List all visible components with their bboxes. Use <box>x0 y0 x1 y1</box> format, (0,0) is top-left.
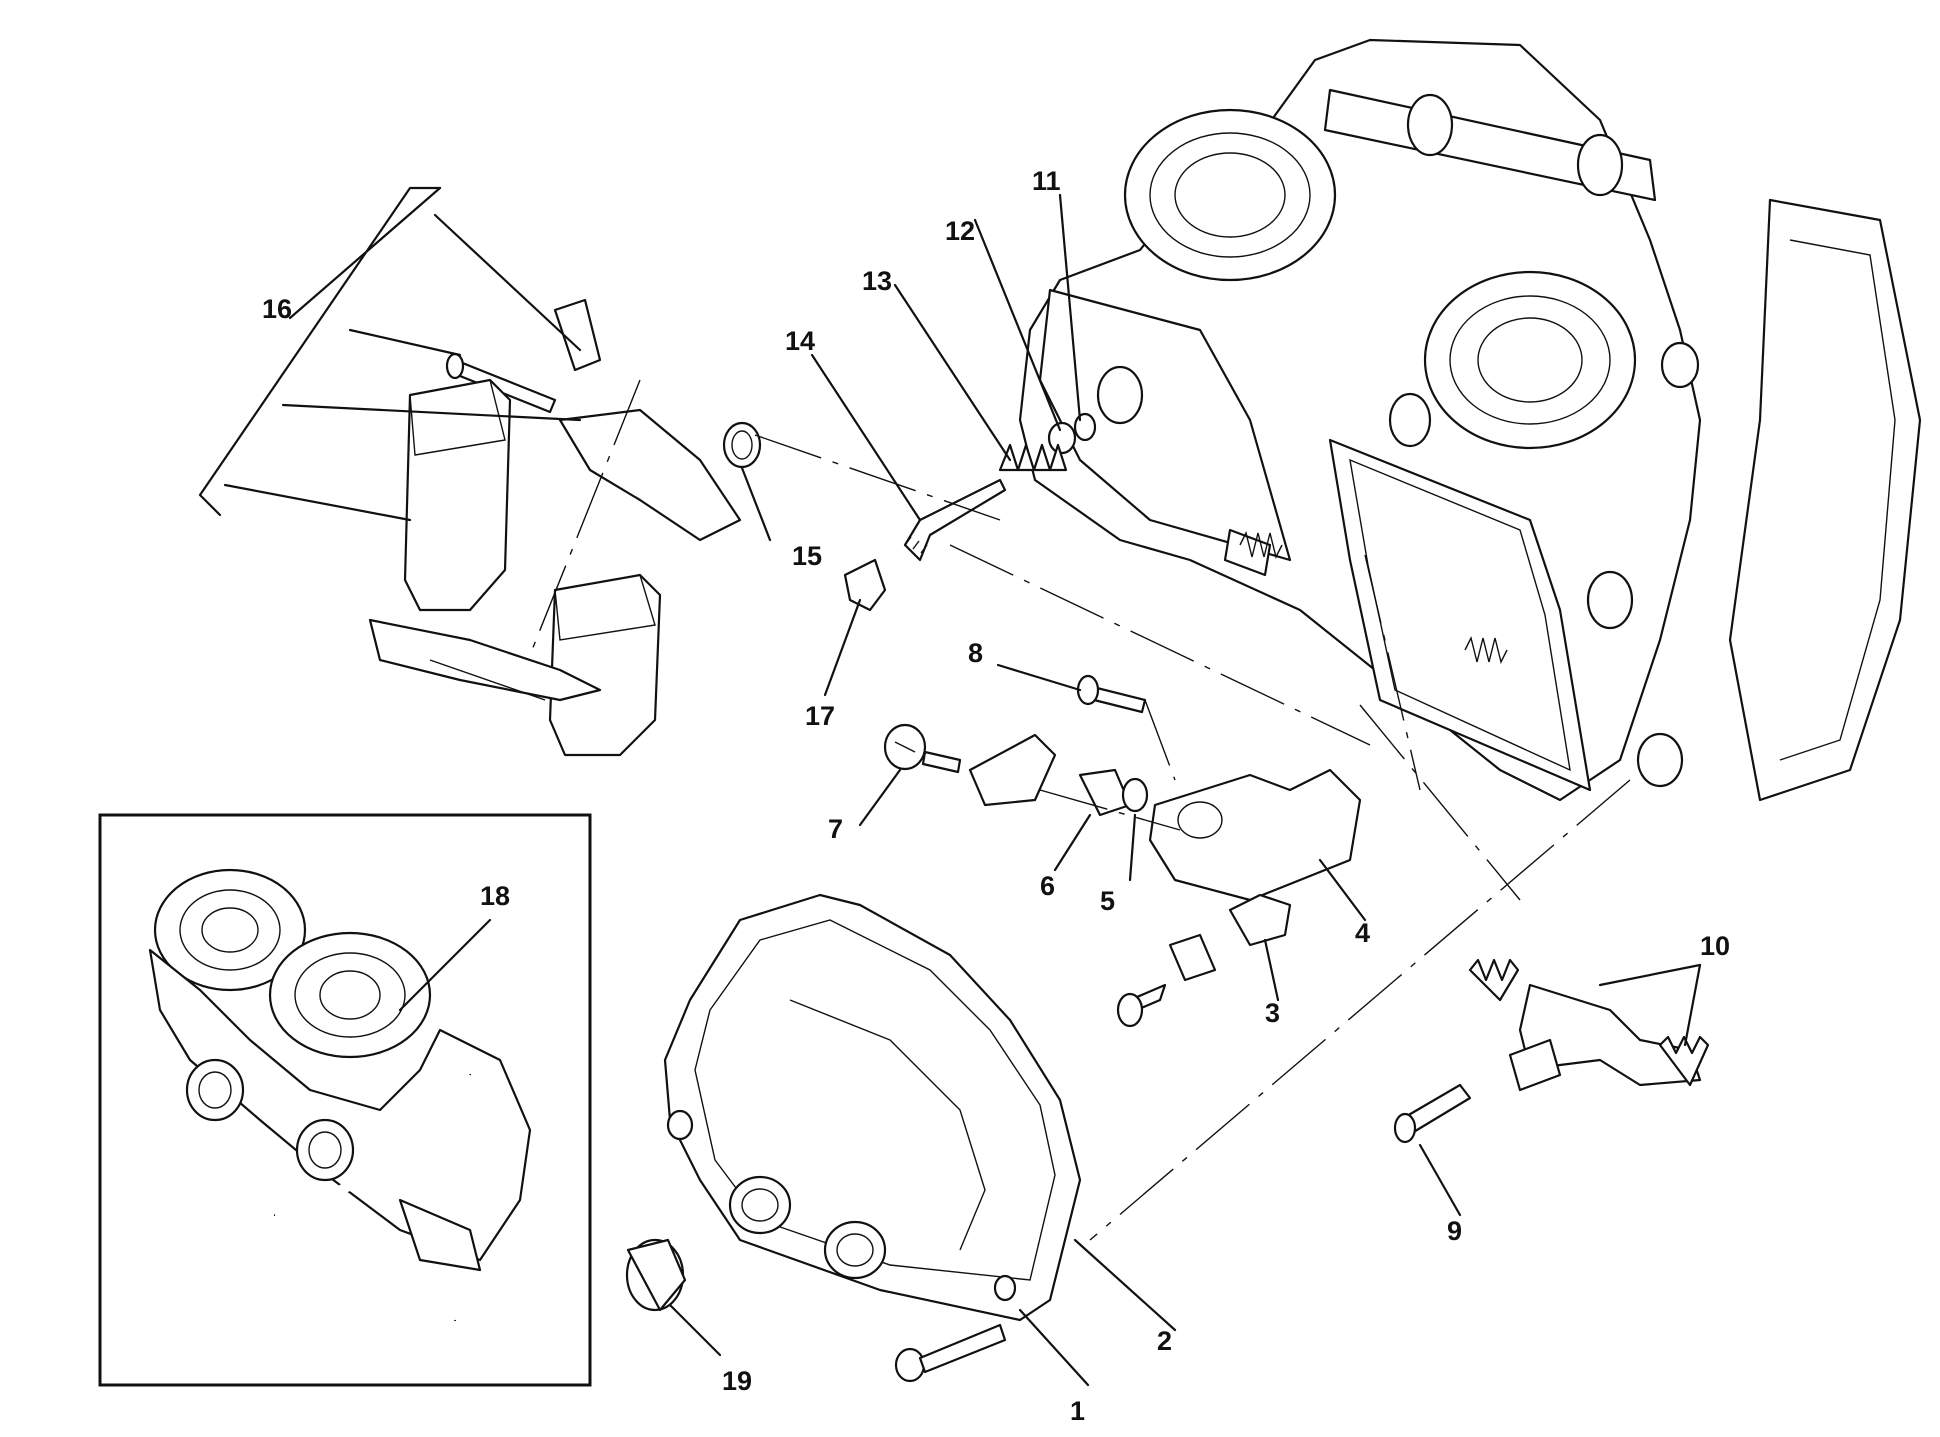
leader-7 <box>858 768 902 827</box>
leader-lines <box>223 186 1702 1387</box>
leader-9 <box>1418 1143 1462 1217</box>
leader-11 <box>1058 193 1082 422</box>
callout-4: 4 <box>1355 918 1370 948</box>
cap-17 <box>843 558 887 612</box>
leader-13 <box>893 283 1012 462</box>
leader-1 <box>1018 1308 1090 1387</box>
leader-10b <box>1683 963 1702 1047</box>
callout-6: 6 <box>1040 871 1055 901</box>
o-ring-11 <box>1073 412 1097 442</box>
callout-2: 2 <box>1157 1326 1172 1356</box>
callout-5: 5 <box>1100 886 1115 916</box>
leader-10a <box>1598 963 1702 987</box>
callout-17: 17 <box>805 701 835 731</box>
leader-6 <box>1053 813 1092 872</box>
leader-8 <box>996 663 1082 692</box>
inset-view-box <box>98 813 592 1387</box>
callout-9: 9 <box>1447 1216 1462 1246</box>
callout-19: 19 <box>722 1366 752 1396</box>
callout-labels: 1 2 3 4 5 6 7 8 9 10 11 12 13 14 15 16 1… <box>262 166 1730 1426</box>
leader-4 <box>1318 858 1367 922</box>
callout-10: 10 <box>1700 931 1730 961</box>
callout-16: 16 <box>262 294 292 324</box>
callout-8: 8 <box>968 638 983 668</box>
leader-5 <box>1128 813 1137 882</box>
leader-17 <box>823 598 862 697</box>
leader-2 <box>1073 1238 1177 1332</box>
part-3 <box>1228 893 1292 947</box>
part-4 <box>1148 768 1362 902</box>
callout-7: 7 <box>828 814 843 844</box>
leader-19 <box>668 1303 722 1357</box>
spring-13 <box>998 443 1068 472</box>
assembled-carburetor <box>148 868 532 1322</box>
small-parts <box>625 412 1710 1383</box>
float-bowl-cover <box>663 893 1082 1322</box>
callout-14: 14 <box>785 326 815 356</box>
leader-14 <box>810 353 922 522</box>
washer-12 <box>1047 421 1077 455</box>
leader-12 <box>973 218 1062 432</box>
callout-18: 18 <box>480 881 510 911</box>
carburetor-body-assembly <box>1018 38 1922 802</box>
leader-18 <box>398 918 492 1012</box>
float-assembly <box>198 186 762 757</box>
callout-11: 11 <box>1032 166 1061 196</box>
callout-3: 3 <box>1265 998 1280 1028</box>
leader-16-bracket <box>288 186 442 320</box>
leader-3 <box>1263 938 1280 1002</box>
part-5 <box>1121 777 1149 813</box>
bracket <box>968 733 1057 807</box>
callout-15: 15 <box>792 541 822 571</box>
callout-13: 13 <box>862 266 892 296</box>
leader-15 <box>740 466 772 542</box>
callout-1: 1 <box>1070 1396 1085 1426</box>
callout-12: 12 <box>945 216 975 246</box>
